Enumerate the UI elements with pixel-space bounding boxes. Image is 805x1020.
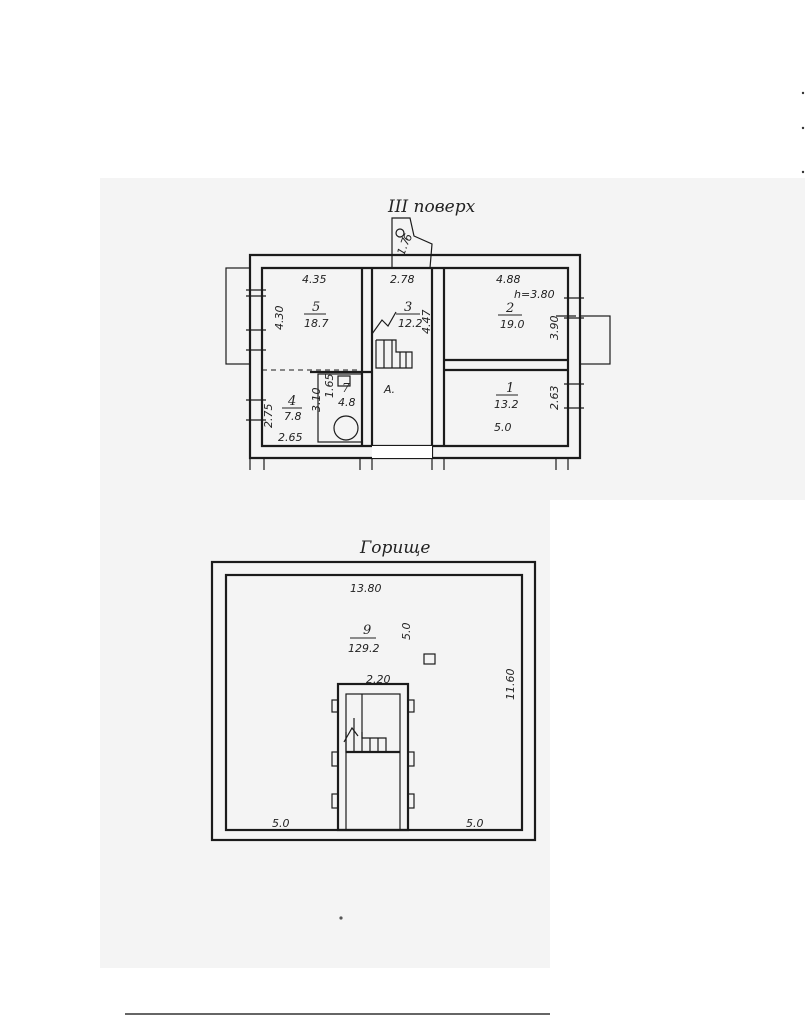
room2-number: 2 [505,301,514,316]
room2-area: 19.0 [500,318,525,331]
room3-width: 2.78 [390,273,415,286]
room3-number: 3 [404,300,412,315]
vent-shaft [391,217,433,269]
room2-height: 3.90 [548,316,561,341]
room2-width: 4.88 [496,273,521,286]
third-floor-plan: III поверх [225,197,611,470]
room5-number: 5 [312,300,320,315]
left-balcony [225,267,251,365]
attic-plan: Горище 13.80 9 129.2 5.0 11.60 2.20 5.0 … [210,538,537,842]
attic-side-dim: 11.60 [504,669,517,701]
room6-number: 6 [401,232,416,243]
attic-outer-wall [210,560,537,842]
attic-bottom-left-dim: 5.0 [272,817,290,830]
attic-top-dim: 13.80 [350,582,382,595]
room3-area: 12.2 [398,317,423,330]
room2-extra: h=3.80 [514,288,555,301]
room3-height: 4.47 [420,310,433,335]
room7-area: 4.8 [338,396,356,409]
attic-room-area: 129.2 [348,642,380,655]
room5-area: 18.7 [304,317,329,330]
room1-area: 13.2 [494,398,519,411]
room5-height: 4.30 [273,306,286,331]
room1-bottom: 5.0 [494,421,512,434]
attic-title: Горище [359,538,430,558]
inner-wall-line [260,266,570,448]
room6-area: 1.7 [395,236,413,257]
room4-number: 4 [287,394,296,409]
misc-label: А. [383,383,395,396]
outer-wall [248,253,582,460]
attic-chimney [423,653,436,665]
room4-height: 2.75 [262,404,275,429]
attic-stair-dim: 2.20 [366,673,391,686]
floor-title: III поверх [387,197,476,217]
room1-height: 2.63 [548,386,561,411]
room1-number: 1 [506,381,514,396]
room7-number: 7 [342,381,350,395]
room5-width: 4.35 [302,273,327,286]
room4-area: 7.8 [284,410,302,423]
right-balcony [579,315,611,365]
attic-room-number: 9 [363,623,371,638]
room7-width: 3.10 [310,388,323,413]
attic-bottom-right-dim: 5.0 [466,817,484,830]
attic-inner-dim: 5.0 [400,623,413,641]
room7-inner: 1.65 [323,374,336,399]
stair-block [317,373,363,443]
room4-width: 2.65 [278,431,303,444]
